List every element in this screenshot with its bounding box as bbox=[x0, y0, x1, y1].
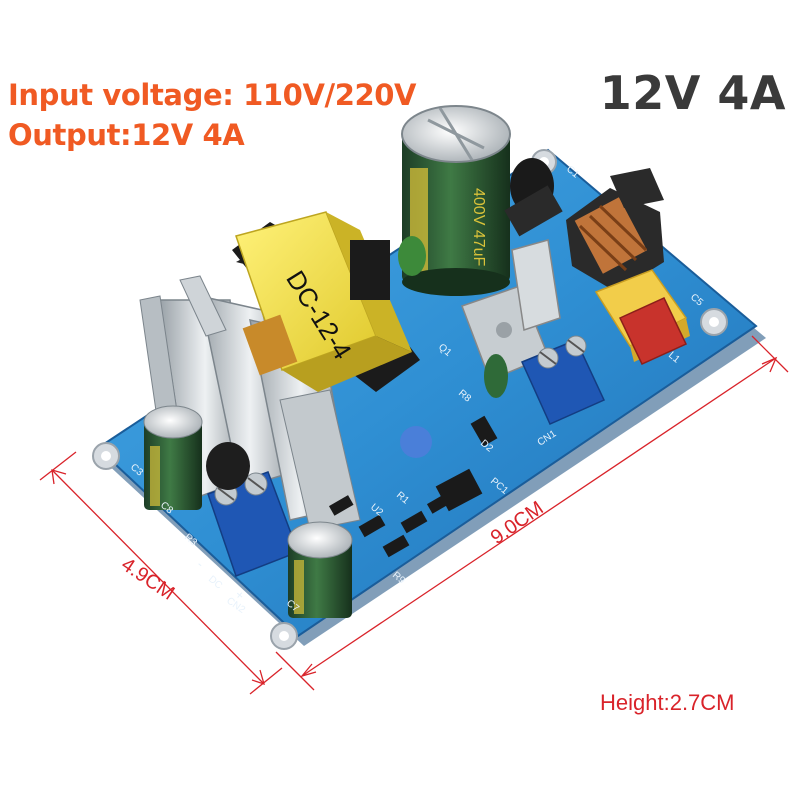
silk-minus: - bbox=[194, 557, 207, 571]
input-terminal bbox=[520, 335, 606, 425]
output-spec-text: Output:12V 4A bbox=[8, 118, 245, 152]
transformer: DC-12-4 bbox=[232, 211, 420, 392]
height-dimension-label: Height:2.7CM bbox=[600, 690, 735, 715]
output-capacitor-right bbox=[287, 521, 353, 618]
input-voltage-text: Input voltage: 110V/220V bbox=[8, 78, 417, 112]
small-components bbox=[206, 354, 508, 558]
mosfet bbox=[461, 239, 561, 381]
output-inductor bbox=[504, 158, 563, 237]
small-capacitor bbox=[398, 236, 426, 276]
length-dimension-line bbox=[275, 335, 789, 691]
common-mode-choke bbox=[566, 168, 664, 292]
bulk-capacitor-label: 400V 47uF bbox=[470, 188, 487, 267]
output-capacitor-left bbox=[143, 405, 203, 510]
silk-dc: DC bbox=[206, 574, 224, 592]
product-title: 12V 4A bbox=[599, 66, 786, 120]
safety-capacitor bbox=[618, 297, 688, 365]
width-dimension-line bbox=[39, 451, 283, 695]
bulk-capacitor: 400V 47uF bbox=[401, 105, 511, 296]
